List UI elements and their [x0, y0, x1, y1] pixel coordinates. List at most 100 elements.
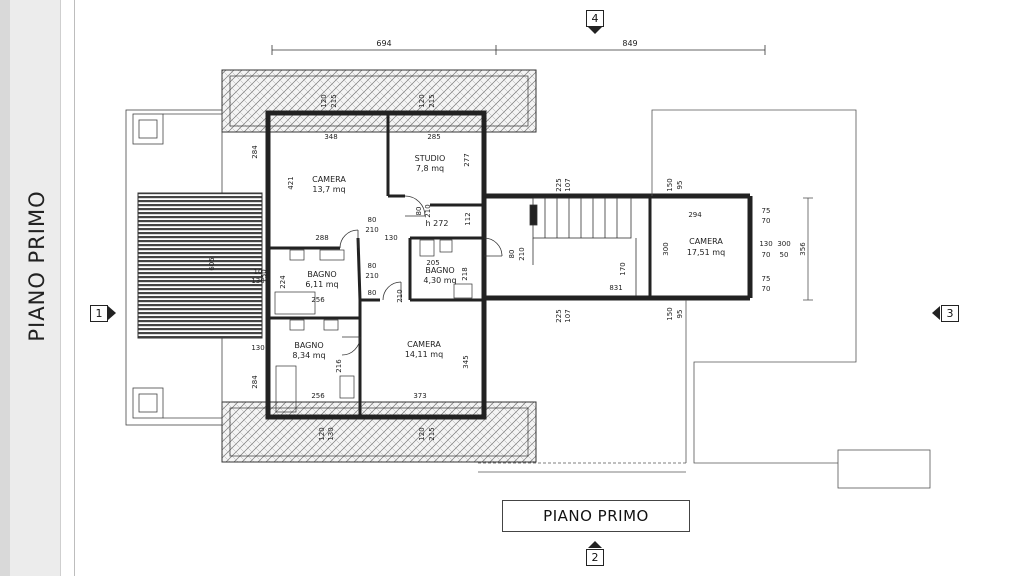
dim-label: 256 — [311, 392, 325, 400]
building-walls — [265, 110, 753, 420]
floor-plan: 694 849 — [125, 39, 931, 489]
plan-title-box: PIANO PRIMO — [502, 500, 690, 532]
section-marker-left: 1 — [90, 305, 108, 322]
dim-label: 80 — [508, 250, 516, 259]
room-name: CAMERA — [312, 175, 346, 184]
dim-label: 50 — [780, 251, 789, 259]
dim-label: 205 — [426, 259, 439, 267]
dim-label: 75 — [762, 207, 771, 215]
dim-label: 215 — [428, 94, 436, 107]
dim-label: 605 — [208, 257, 216, 270]
dim-label: 80 — [415, 207, 423, 216]
dim-label: 130 — [251, 277, 264, 285]
room-area: 6,11 mq — [305, 280, 338, 289]
dim-top-right: 849 — [622, 39, 637, 48]
dim-label: 348 — [324, 133, 337, 141]
room-name: BAGNO — [307, 270, 336, 279]
dim-label: 120 — [320, 94, 328, 107]
dim-label: 215 — [428, 427, 436, 440]
room-area: 17,51 mq — [687, 248, 725, 257]
ceiling-height: h 272 — [426, 219, 449, 228]
room-name: BAGNO — [294, 341, 323, 350]
dim-label: 80 — [368, 289, 377, 297]
dim-top-left: 694 — [376, 39, 391, 48]
dim-label: 70 — [762, 251, 771, 259]
room-name: BAGNO — [425, 266, 454, 275]
dim-label: 80 — [368, 262, 377, 270]
dim-label: 112 — [464, 212, 472, 225]
dim-label: 225 — [555, 178, 563, 191]
dim-label: 70 — [762, 217, 771, 225]
dim-label: 294 — [688, 211, 702, 219]
section-marker-right: 3 — [941, 305, 959, 322]
room-area: 7,8 mq — [416, 164, 444, 173]
dim-label: 218 — [461, 267, 469, 280]
dim-label: 210 — [518, 247, 526, 260]
bathroom-fixtures — [274, 239, 473, 413]
dim-label: 80 — [368, 216, 377, 224]
dim-label: 284 — [251, 145, 259, 159]
dim-label: 215 — [330, 94, 338, 107]
room-area: 4,30 mq — [423, 276, 456, 285]
room-area: 13,7 mq — [312, 185, 345, 194]
dim-label: 216 — [335, 359, 343, 373]
arrow-left-icon — [932, 306, 940, 320]
dim-label: 285 — [427, 133, 440, 141]
dim-label: 421 — [287, 176, 295, 189]
side-title: PIANO PRIMO — [25, 190, 49, 342]
dim-label: 225 — [555, 309, 563, 322]
arrow-right-icon — [108, 306, 116, 320]
dim-label: 170 — [619, 262, 627, 275]
dim-label: 210 — [424, 204, 432, 217]
dim-label: 130 — [327, 427, 335, 440]
dim-label: 120 — [418, 94, 426, 107]
arrow-down-icon — [588, 27, 602, 34]
dim-label: 120 — [318, 427, 326, 440]
dim-label: 210 — [365, 272, 378, 280]
dim-label: 130 — [759, 240, 772, 248]
dim-label: 120 — [418, 427, 426, 440]
dim-label: 130 — [251, 344, 264, 352]
dim-label: 95 — [676, 181, 684, 190]
dim-label: 95 — [676, 310, 684, 319]
dimension-labels: 348 285 288 130 80 210 80 210 205 256 25… — [251, 133, 790, 400]
dim-label: 345 — [462, 355, 470, 368]
title-band — [10, 0, 61, 576]
room-name: STUDIO — [415, 154, 446, 163]
dim-label: 288 — [315, 234, 328, 242]
interior-walls — [268, 113, 652, 417]
room-name: CAMERA — [407, 340, 441, 349]
dim-label: 150 — [260, 269, 268, 282]
dim-label: 150 — [666, 307, 674, 320]
section-marker-top: 4 — [586, 10, 604, 27]
dim-label: 150 — [666, 178, 674, 191]
dim-label: 10 — [254, 268, 263, 276]
dim-label: 831 — [609, 284, 622, 292]
dim-label: 107 — [564, 309, 572, 322]
arrow-up-icon — [588, 541, 602, 548]
room-area: 8,34 mq — [292, 351, 325, 360]
top-dimension-line — [271, 45, 766, 55]
door-swings — [339, 195, 503, 356]
room-name: CAMERA — [689, 237, 723, 246]
vertical-dimension-labels: 284 284 421 277 112 80 210 80 210 218 22… — [208, 94, 807, 440]
dim-label: 256 — [311, 296, 325, 304]
right-outline — [478, 109, 931, 489]
dim-label: 210 — [365, 226, 378, 234]
dim-label: 284 — [251, 375, 259, 389]
dim-label: 300 — [662, 242, 670, 255]
stair-left — [137, 192, 263, 339]
outer-band — [0, 0, 10, 576]
section-marker-bottom: 2 — [586, 549, 604, 566]
band-divider — [74, 0, 75, 576]
dim-label: 107 — [564, 178, 572, 191]
dim-label: 300 — [777, 240, 790, 248]
stair-internal — [529, 197, 637, 296]
room-area: 14,11 mq — [405, 350, 443, 359]
dim-label: 277 — [463, 153, 471, 166]
dim-label: 70 — [762, 285, 771, 293]
dim-label: 373 — [413, 392, 426, 400]
dim-label: 130 — [384, 234, 397, 242]
dim-label: 356 — [799, 242, 807, 256]
dim-label: 75 — [762, 275, 771, 283]
